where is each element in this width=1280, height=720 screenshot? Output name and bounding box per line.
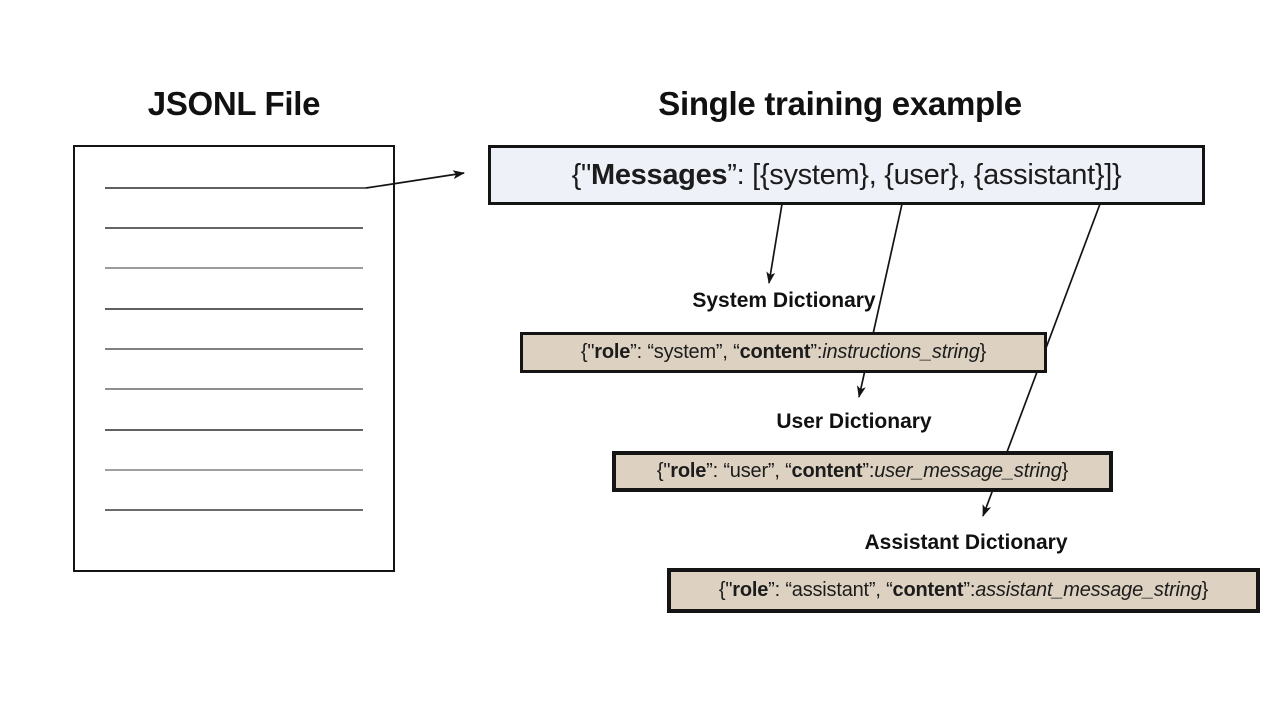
assistant-dictionary-box: {"role”: “assistant”, “content”: assista… (667, 568, 1260, 613)
single-training-example-title: Single training example (658, 85, 1022, 122)
text-segment: assistant_message_string (975, 579, 1202, 601)
text-segment: role (732, 579, 769, 601)
text-segment: ”: “system”, “ (630, 341, 740, 363)
jsonl-file-title: JSONL File (147, 85, 321, 122)
text-segment: content (791, 460, 863, 482)
user-dictionary-label: User Dictionary (776, 410, 932, 433)
messages-box: {"Messages”: [{system}, {user}, {assista… (488, 145, 1205, 205)
text-segment: role (594, 341, 631, 363)
text-segment: ”: [{system}, {user}, {assistant}]} (727, 158, 1122, 191)
text-segment: content (739, 341, 811, 363)
text-segment: ”: “assistant”, “ (768, 579, 893, 601)
assistant-dictionary-label: Assistant Dictionary (864, 531, 1068, 554)
text-segment: ”: (862, 460, 875, 482)
text-segment: {" (571, 158, 592, 191)
text-segment: } (1201, 579, 1209, 601)
text-segment: ”: (963, 579, 976, 601)
text-segment: {" (718, 579, 733, 601)
text-segment: ”: “user”, “ (706, 460, 792, 482)
text-segment: instructions_string (822, 341, 980, 363)
text-segment: {" (656, 460, 671, 482)
text-segment: content (892, 579, 964, 601)
system-dictionary-box: {"role”: “system”, “content”: instructio… (520, 332, 1047, 373)
text-segment: user_message_string (874, 460, 1062, 482)
text-segment: role (670, 460, 707, 482)
user-dictionary-box: {"role”: “user”, “content”: user_message… (612, 451, 1113, 492)
text-segment: {" (580, 341, 595, 363)
text-segment: } (1061, 460, 1069, 482)
system-dictionary-label: System Dictionary (692, 289, 876, 312)
file-text-lines (105, 187, 366, 511)
arrow-file-to-messages (365, 170, 465, 189)
text-segment: Messages (591, 158, 728, 191)
arrow-to-system-label (766, 203, 783, 284)
text-segment: } (979, 341, 987, 363)
jsonl-file-icon (73, 145, 395, 572)
text-segment: ”: (810, 341, 823, 363)
